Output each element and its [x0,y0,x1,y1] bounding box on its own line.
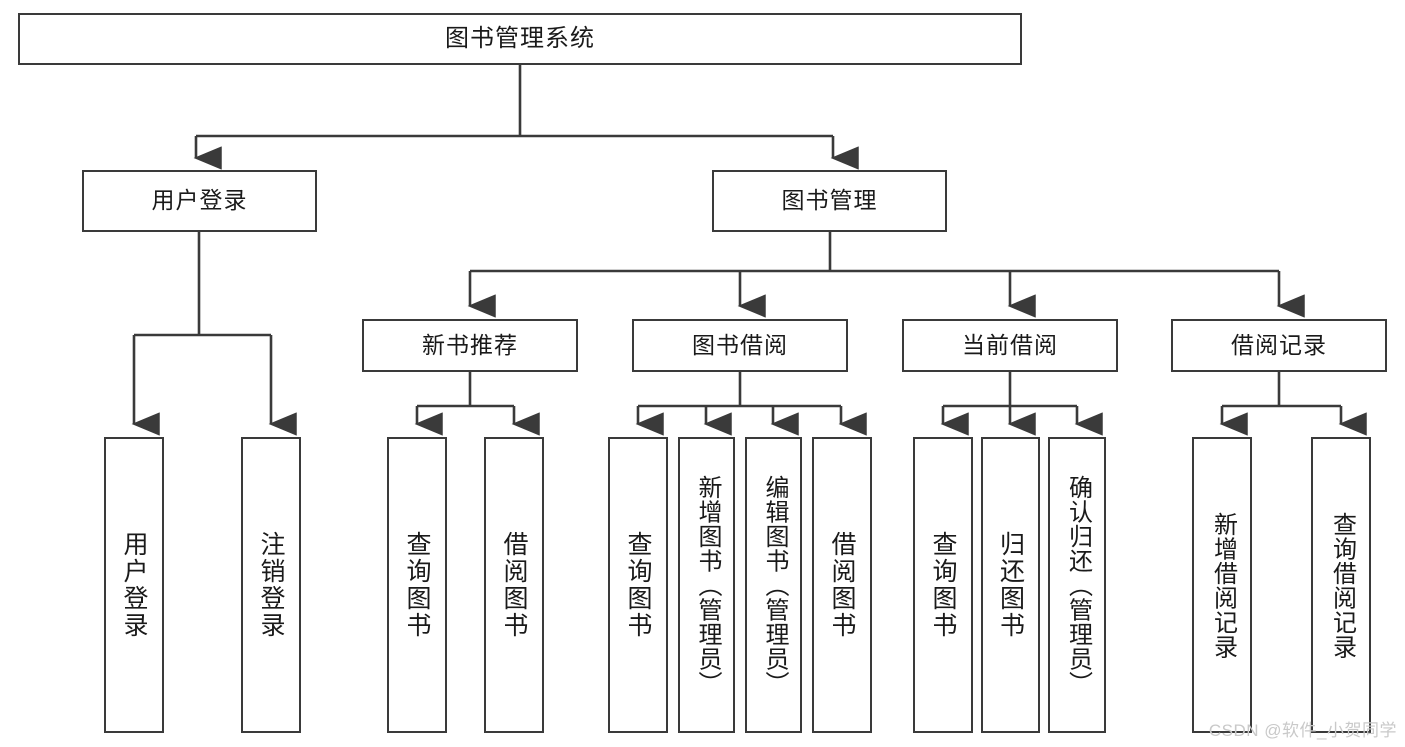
node-label: 查询借阅记录 [1328,511,1356,659]
node-label: 查询图书 [403,531,431,639]
node-label: 图书借阅 [692,331,788,358]
node-label: 用户登录 [120,531,148,639]
leaf-record-query-record[interactable]: 查询借阅记录 [1311,437,1371,733]
leaf-borrow-add-book-admin[interactable]: 新增图书（管理员） [678,437,735,733]
node-borrow-record[interactable]: 借阅记录 [1171,319,1387,372]
node-label: 新增图书（管理员） [693,474,721,696]
node-label: 查询图书 [929,531,957,639]
leaf-borrow-query-book[interactable]: 查询图书 [608,437,668,733]
node-label: 借阅图书 [500,531,528,639]
node-label: 新增借阅记录 [1209,511,1237,659]
leaf-newbook-query-book[interactable]: 查询图书 [387,437,447,733]
node-label: 确认归还（管理员） [1064,474,1092,696]
node-label: 新书推荐 [422,331,518,358]
node-label: 用户登录 [151,187,248,214]
leaf-borrow-borrow-book[interactable]: 借阅图书 [812,437,872,733]
node-label: 借阅记录 [1231,331,1327,358]
leaf-newbook-borrow-book[interactable]: 借阅图书 [484,437,544,733]
node-label: 图书管理系统 [445,24,595,52]
node-current-borrow[interactable]: 当前借阅 [902,319,1118,372]
node-label: 图书管理 [781,187,878,214]
leaf-current-return-book[interactable]: 归还图书 [981,437,1040,733]
leaf-current-query-book[interactable]: 查询图书 [913,437,973,733]
node-label: 当前借阅 [962,331,1058,358]
node-label: 注销登录 [257,531,285,639]
node-book-management[interactable]: 图书管理 [712,170,947,232]
leaf-current-confirm-return-admin[interactable]: 确认归还（管理员） [1048,437,1106,733]
leaf-borrow-edit-book-admin[interactable]: 编辑图书（管理员） [745,437,802,733]
node-book-borrow[interactable]: 图书借阅 [632,319,848,372]
watermark: CSDN @软件_小贺同学 [1208,721,1397,740]
node-label: 查询图书 [624,531,652,639]
node-root-system[interactable]: 图书管理系统 [18,13,1022,65]
node-label: 归还图书 [996,531,1025,639]
node-label: 借阅图书 [828,531,856,639]
leaf-user-login[interactable]: 用户登录 [104,437,164,733]
node-user-login[interactable]: 用户登录 [82,170,317,232]
node-new-book-recommend[interactable]: 新书推荐 [362,319,578,372]
leaf-logout[interactable]: 注销登录 [241,437,301,733]
leaf-record-add-record[interactable]: 新增借阅记录 [1192,437,1252,733]
node-label: 编辑图书（管理员） [760,474,788,696]
